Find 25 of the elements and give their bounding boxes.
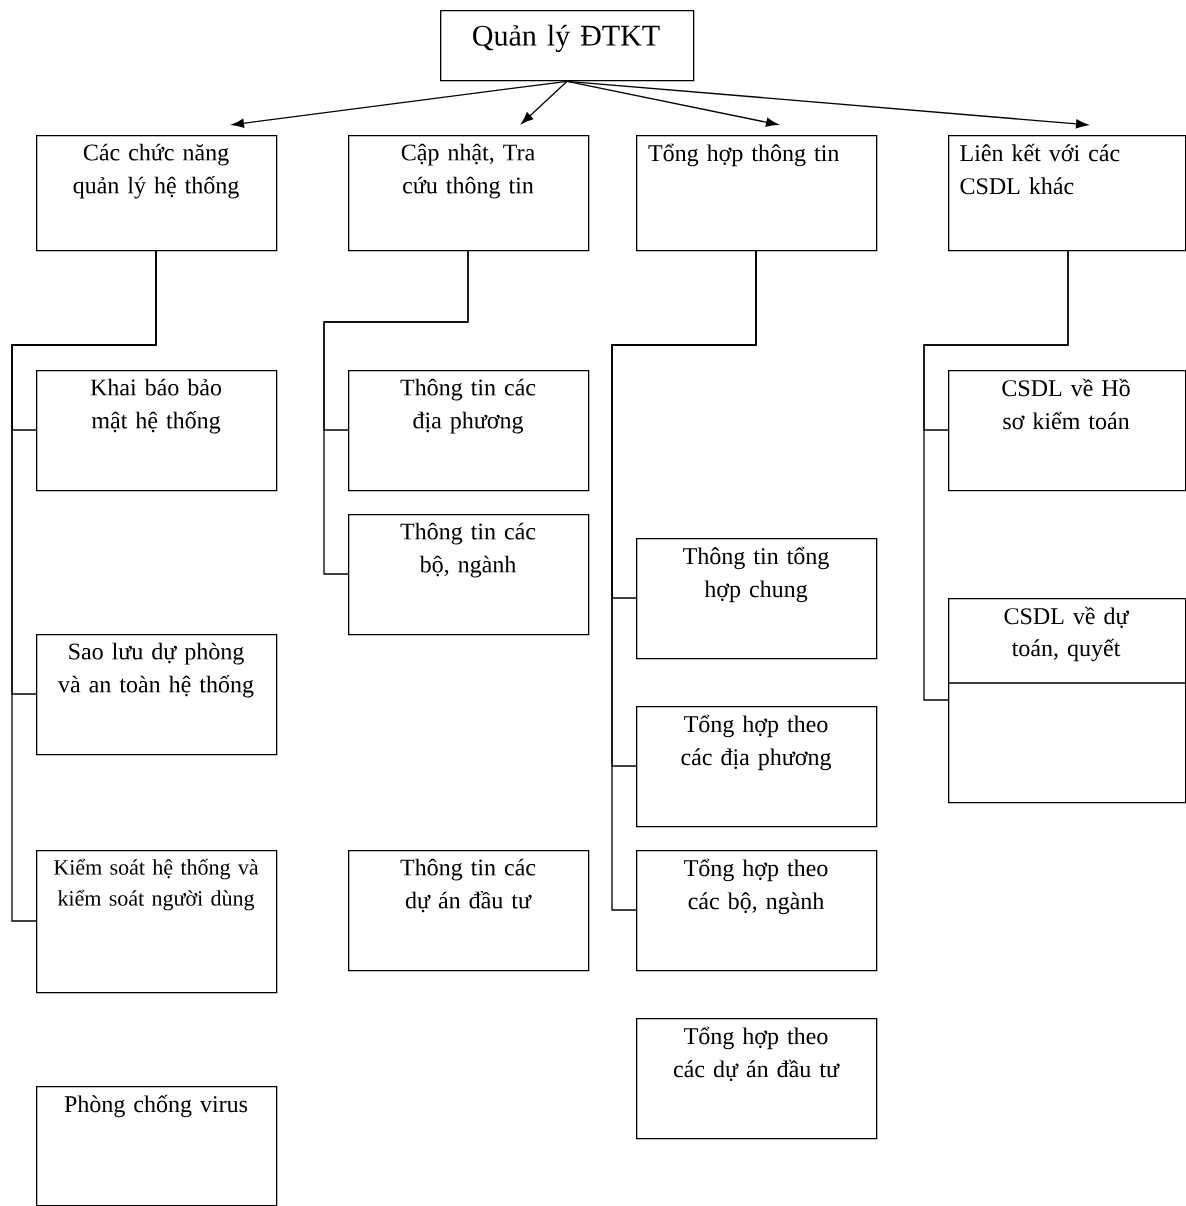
process-box: Thông tin tổng hợp chung (636, 538, 878, 660)
process-box: Khai báo bảo mật hệ thống (36, 370, 278, 492)
connector-line (323, 249, 469, 575)
arrow (521, 80, 568, 124)
process-box: Cập nhật, Tra cứu thông tin (348, 135, 590, 252)
connector-line (611, 249, 757, 911)
process-box: Thông tin các bộ, ngành (348, 514, 590, 636)
process-box: Tổng hợp theo các địa phương (636, 706, 878, 828)
process-box: Tổng hợp theo các bộ, ngành (636, 850, 878, 972)
arrow (566, 80, 1088, 129)
process-box: Thông tin các dự án đầu tư (348, 850, 590, 972)
process-box: Liên kết với các CSDL khác (948, 135, 1186, 252)
title-box: Quản lý ĐTKT (440, 10, 695, 82)
connector-line (923, 249, 1069, 701)
connector-line (11, 249, 157, 922)
process-box: Sao lưu dự phòng và an toàn hệ thống (36, 634, 278, 756)
process-box: Thông tin các địa phương (348, 370, 590, 492)
process-box: CSDL về Hồ sơ kiểm toán (948, 370, 1186, 492)
process-box: Phòng chống virus (36, 1086, 278, 1206)
process-box: Các chức năng quản lý hệ thống (36, 135, 278, 252)
arrow (232, 80, 568, 128)
process-box: Kiểm soát hệ thống và kiểm soát người dùng (36, 850, 278, 994)
process-box: Tổng hợp theo các dự án đầu tư (636, 1018, 878, 1140)
process-box: CSDL về dự toán, quyết (947, 598, 1186, 804)
process-box: Tổng hợp thông tin (636, 135, 878, 252)
